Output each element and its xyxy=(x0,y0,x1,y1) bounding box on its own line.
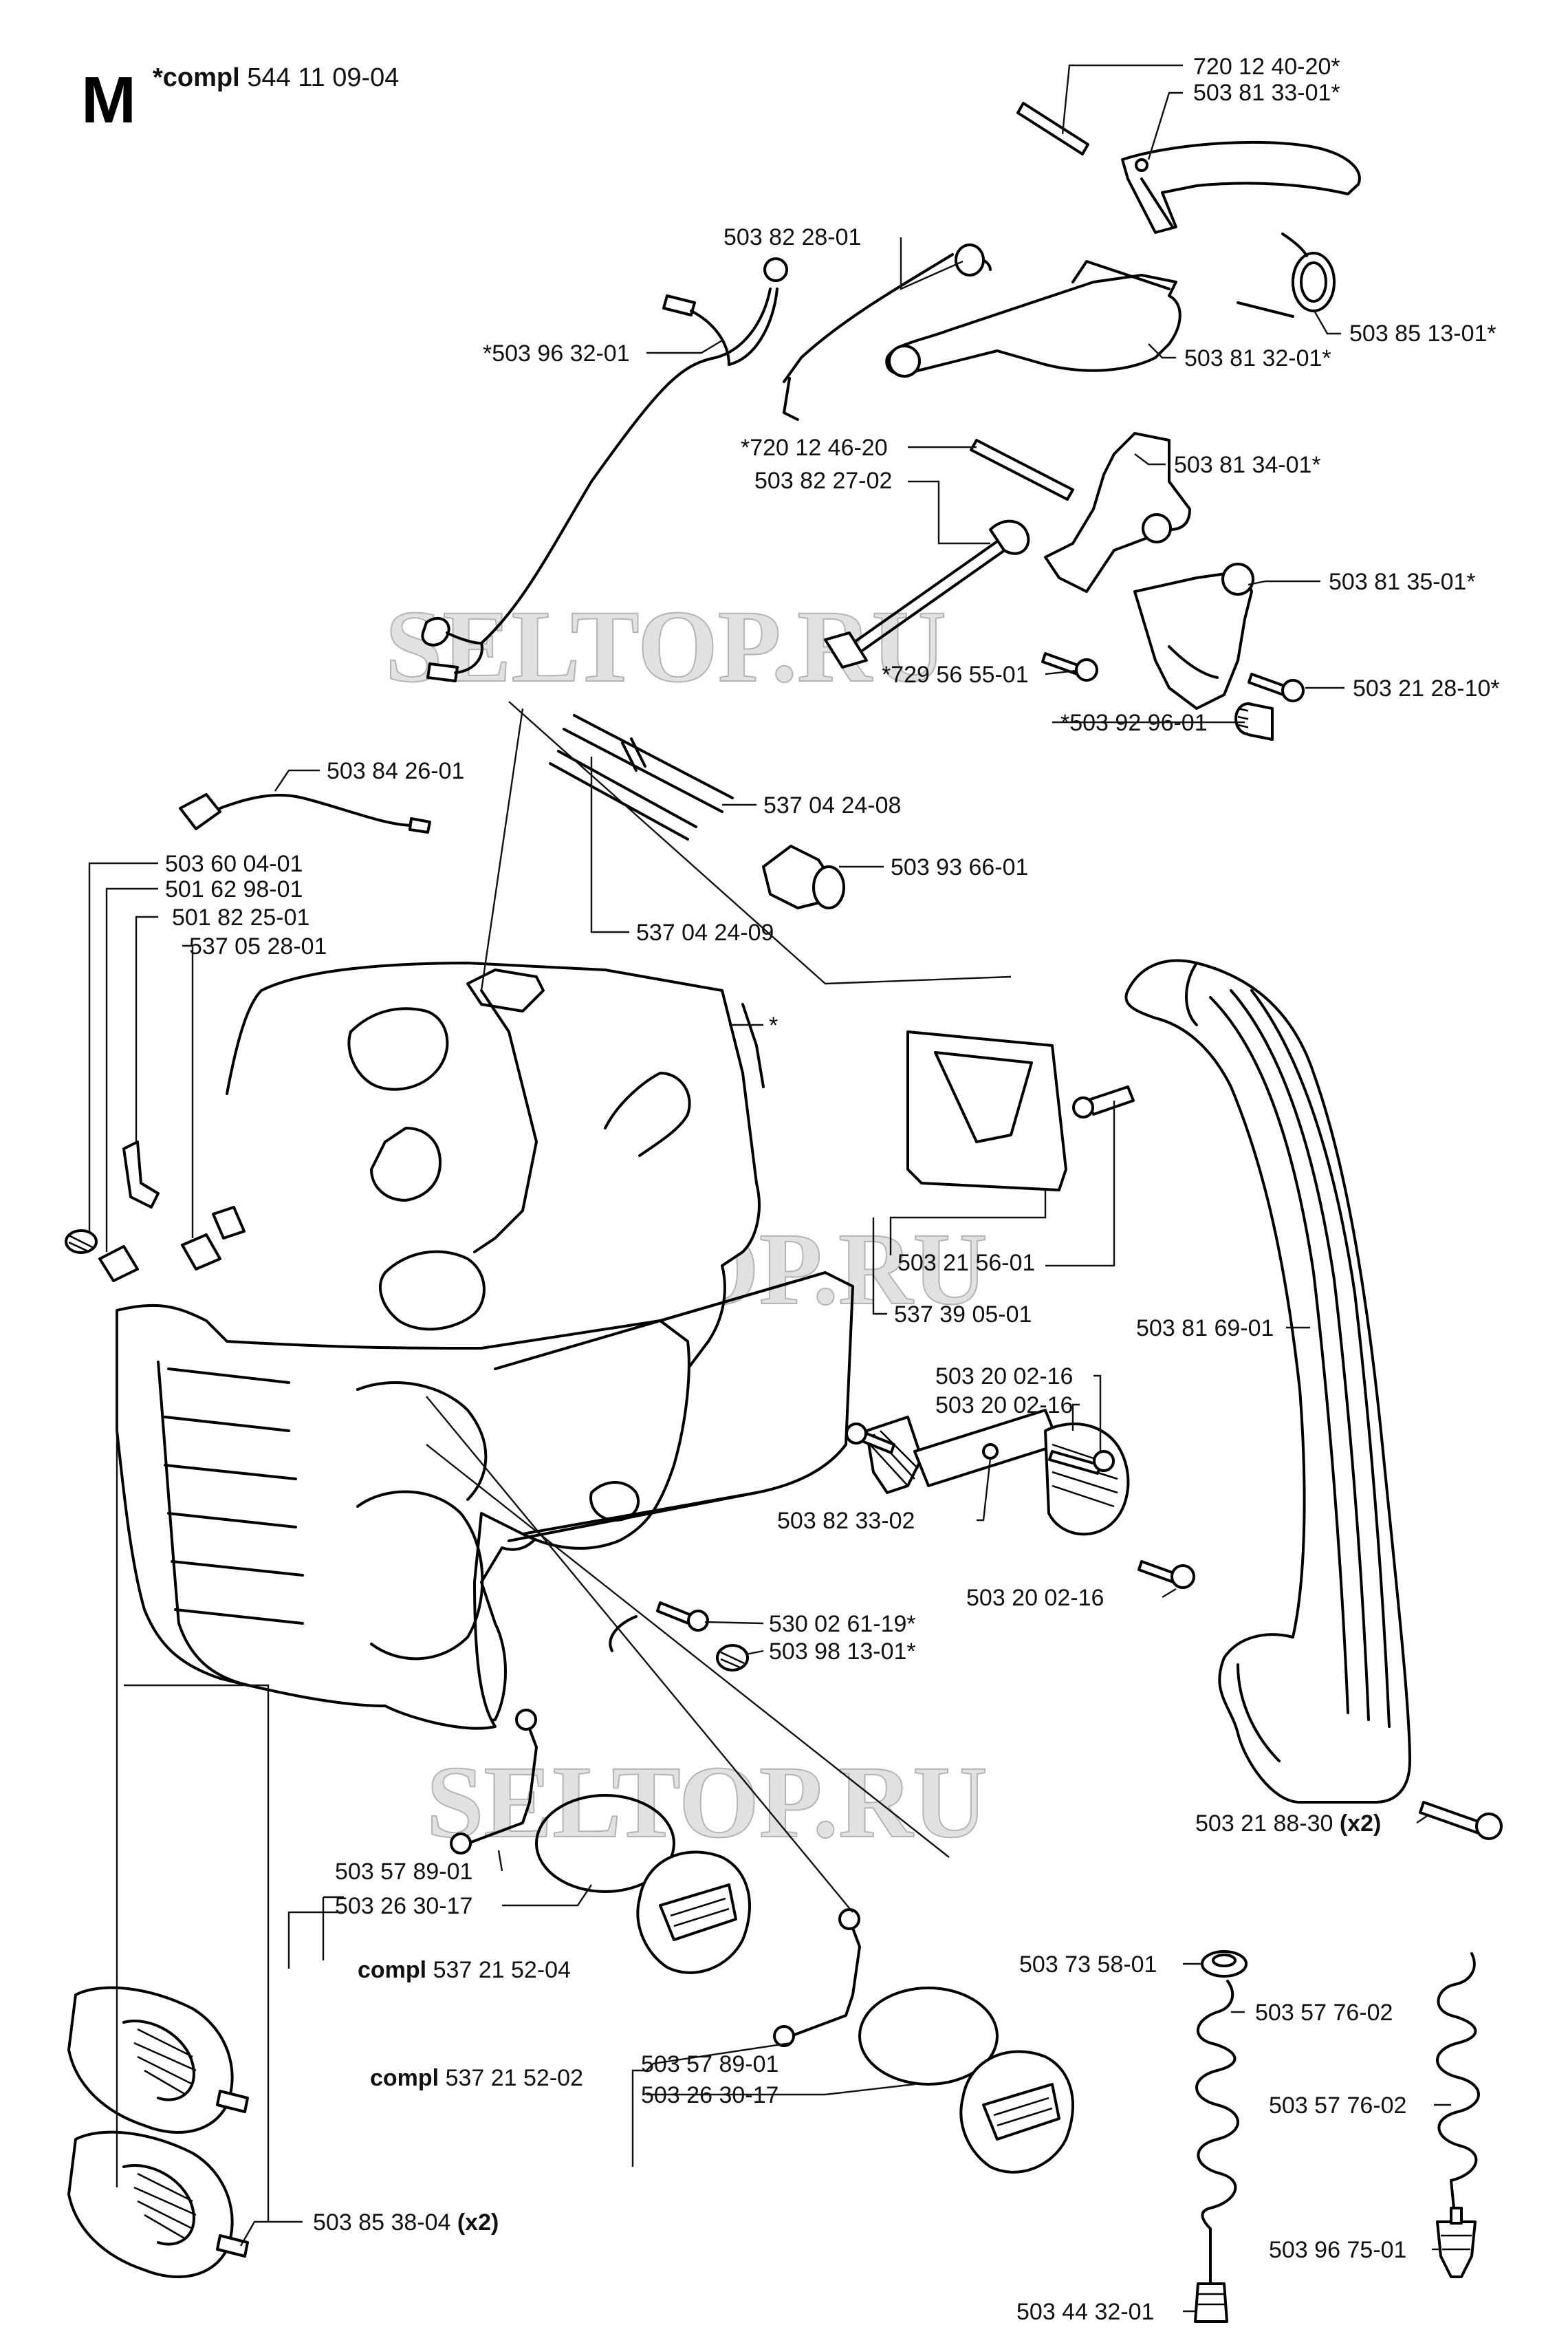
label-503813401: 503 81 34-01* xyxy=(1174,452,1321,478)
screw-503200216-bottom-drawing xyxy=(1137,1560,1195,1589)
label-503929601: *503 92 96-01 xyxy=(1060,710,1208,736)
label-501629801: 501 62 98-01 xyxy=(165,876,303,902)
label-503813301: 503 81 33-01* xyxy=(1193,80,1340,106)
sleeve-501629801-drawing xyxy=(98,1245,139,1282)
label-503813201: 503 81 32-01* xyxy=(1184,345,1331,371)
label-503981301: 503 98 13-01* xyxy=(769,1639,916,1665)
screw-503212810-drawing xyxy=(1248,673,1305,702)
label-501822501: 501 82 25-01 xyxy=(172,905,309,931)
nipple-501822501-drawing xyxy=(122,1140,160,1209)
label-503200216-c: 503 20 02-16 xyxy=(966,1585,1104,1611)
cap-a-drawing xyxy=(636,1850,751,1974)
tubes-537042408-drawing xyxy=(549,714,734,841)
label-compl-537215202: compl 537 21 52-02 xyxy=(370,2065,583,2091)
tank-housing-drawing xyxy=(116,962,854,1730)
cap-b-drawing xyxy=(959,2050,1074,2174)
label-530026119: 530 02 61-19* xyxy=(769,1611,916,1637)
label-503215601: 503 21 56-01 xyxy=(897,1250,1035,1276)
label-503735801: 503 73 58-01 xyxy=(1019,1951,1157,1978)
spring-503851301-drawing xyxy=(1237,232,1336,318)
plug-503981301-drawing xyxy=(716,1644,749,1672)
label-503578901-a: 503 57 89-01 xyxy=(335,1859,472,1885)
fuel-hose-b-drawing xyxy=(1436,1952,1480,2216)
label-503263017-a: 503 26 30-17 xyxy=(335,1893,472,1919)
grommet-503600401-drawing xyxy=(65,1229,98,1254)
label-503967501: 503 96 75-01 xyxy=(1269,2237,1406,2263)
fuel-filter-a-drawing xyxy=(1194,2282,1228,2323)
label-503263017-b: 503 26 30-17 xyxy=(641,2082,778,2108)
label-503963201: *503 96 32-01 xyxy=(483,340,630,367)
wire-harness-drawing xyxy=(421,257,788,682)
fuel-pickup-a-drawing xyxy=(450,1709,675,1893)
primer-bulb-drawing xyxy=(762,845,845,909)
av-buffer-upper-drawing xyxy=(67,1986,249,2134)
label-503200216-a: 503 20 02-16 xyxy=(935,1363,1073,1389)
fuel-hose-a-drawing xyxy=(1195,1980,1239,2285)
label-503816901: 503 81 69-01 xyxy=(1136,1315,1274,1341)
trigger-housing-drawing xyxy=(1133,563,1254,710)
pin-720124620-drawing xyxy=(970,439,1074,501)
label-503218830: 503 21 88-30 (x2) xyxy=(1195,1810,1381,1837)
label-503443201: 503 44 32-01 xyxy=(1016,2299,1154,2325)
label-537042409: 537 04 24-09 xyxy=(636,920,774,946)
watermark-bottom: SELTOP.RU xyxy=(426,1745,988,1859)
label-503813501: 503 81 35-01* xyxy=(1329,569,1476,595)
label-503822801: 503 82 28-01 xyxy=(723,224,861,250)
screw-503218830-drawing xyxy=(1419,1801,1503,1840)
fuel-filter-b-drawing xyxy=(1436,2207,1477,2278)
intake-boot-drawing xyxy=(906,1030,1135,1191)
throttle-lockout-drawing xyxy=(1121,140,1361,234)
fuel-pickup-b-drawing xyxy=(773,1908,999,2086)
leader-lines xyxy=(88,64,1451,2313)
throttle-arm-drawing xyxy=(1044,432,1191,593)
pin-720124020-drawing xyxy=(1016,102,1089,155)
label-503577602-b: 503 57 76-02 xyxy=(1269,2092,1406,2119)
label-503577602-a: 503 57 76-02 xyxy=(1255,2000,1393,2026)
front-handle-drawing xyxy=(1124,959,1411,1804)
label-503936601: 503 93 66-01 xyxy=(891,854,1028,880)
label-503212810: 503 21 28-10* xyxy=(1353,675,1500,702)
throttle-cable-drawing xyxy=(783,244,992,421)
watermark-top: SELTOP.RU xyxy=(385,590,946,704)
screw-503200216-right-drawing xyxy=(1048,1450,1115,1475)
label-503842601: 503 84 26-01 xyxy=(327,758,464,784)
label-star: * xyxy=(769,1013,778,1039)
av-buffer-lower-drawing xyxy=(67,2130,249,2278)
label-537042408: 537 04 24-08 xyxy=(763,792,901,819)
section-compl-code: *compl 544 11 09-04 xyxy=(153,63,399,92)
grommet-503735801-drawing xyxy=(1201,1950,1248,1978)
section-letter: M xyxy=(81,63,136,137)
choke-rod-drawing xyxy=(824,519,1030,669)
label-503578901-b: 503 57 89-01 xyxy=(641,2051,778,2077)
label-503853804: 503 85 38-04 (x2) xyxy=(313,2209,499,2236)
label-537052801: 537 05 28-01 xyxy=(189,933,327,960)
screw-530026119-drawing xyxy=(656,1601,709,1632)
plug-503929601-drawing xyxy=(1234,702,1274,741)
nipple-537052801-drawing xyxy=(181,1206,246,1270)
label-compl-537215204: compl 537 21 52-04 xyxy=(358,1957,571,1983)
part-labels: 720 12 40-20* 503 81 33-01* 503 82 28-01… xyxy=(165,54,1500,2325)
throttle-trigger-drawing xyxy=(885,260,1182,378)
label-503851301: 503 85 13-01* xyxy=(1349,321,1496,347)
label-503822702: 503 82 27-02 xyxy=(754,468,892,494)
label-720124020: 720 12 40-20* xyxy=(1193,54,1340,80)
label-503600401: 503 60 04-01 xyxy=(165,851,303,877)
label-503823302: 503 82 33-02 xyxy=(777,1508,915,1534)
screw-503200216-left-drawing xyxy=(845,1423,895,1454)
label-729565501: *729 56 55-01 xyxy=(882,662,1029,688)
label-720124620: *720 12 46-20 xyxy=(741,435,888,461)
screw-729565501-drawing xyxy=(1041,652,1098,682)
label-537390501: 537 39 05-01 xyxy=(894,1301,1032,1328)
cable-503842601-drawing xyxy=(179,793,431,834)
label-503200216-b: 503 20 02-16 xyxy=(935,1392,1073,1418)
